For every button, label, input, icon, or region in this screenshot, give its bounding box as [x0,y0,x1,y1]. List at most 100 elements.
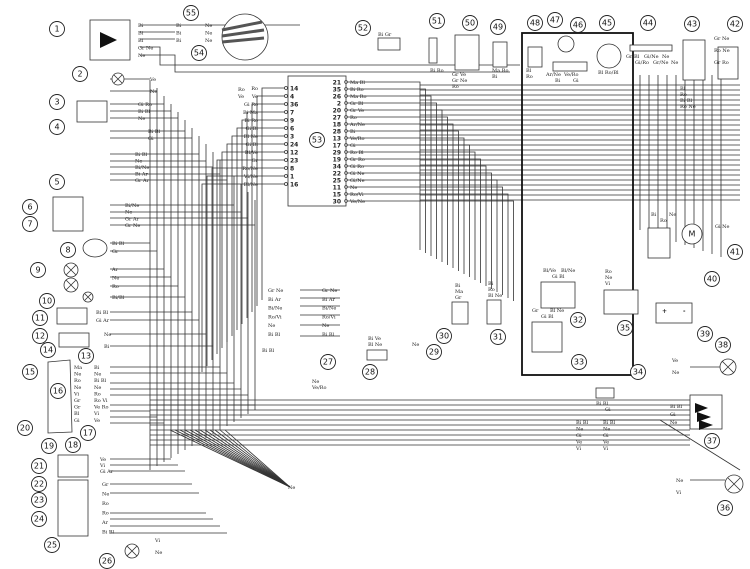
callout-circle [72,66,88,82]
wire-label-c26: Vi [154,538,161,544]
callout-number: 25 [47,541,57,550]
pin-terminal-icon [344,150,348,154]
wire-label-c37l: Bi Bl [576,420,589,426]
callout-circle [362,364,378,380]
wire [214,429,291,488]
switch-21 [57,454,89,478]
starter-relay-40 [647,227,671,259]
wire-label-c48: Bl [526,68,532,74]
wire-label-c16r: Ve [93,418,100,424]
callout-circle [41,438,57,454]
wire-label-c38: Ne [672,370,679,376]
wire [346,102,437,259]
pin-wire-label: Gr [252,158,259,164]
callout-circle [490,329,506,345]
callout-circle [49,119,65,135]
pin-number: 3 [290,134,294,141]
wire [189,429,291,488]
wire [194,429,291,488]
wire [346,123,454,268]
wire-label-c9: Ro [112,284,119,290]
wire-label-cmr: Bi/Ne [322,306,336,312]
wire-label-c32: Gi Bl [552,274,565,280]
wire [140,54,510,73]
callout-circle [22,364,38,380]
callout-circle [39,293,55,309]
wire-label-c11: Bi Bl [96,310,109,316]
wire-label-c37r: Bi Bl [603,420,616,426]
pin-number: 36 [290,102,298,109]
wire-label-c37: Ne [670,420,677,426]
wire-label-c42: Gr Ne [714,36,729,42]
pin-wire-label: Gr Bl [350,101,364,107]
wire-label-c21: Ve [99,457,106,463]
wire-label-c54: Ro [238,87,245,93]
wire-label-c3: Bi Bl [138,109,151,115]
callout-circle [183,5,199,21]
module-33 [531,321,563,353]
wire-label-c36: Ne [676,478,683,484]
wire-label-c33: Gr [532,308,539,314]
motor-symbol: M [689,230,696,239]
callout-number: 16 [53,387,63,396]
alternator-coil-icon [221,20,265,44]
wire-label-c35: Ne [605,275,612,281]
switch-5-6-7 [52,196,84,232]
callout-number: 29 [429,348,439,357]
callout-circle [50,383,66,399]
wire-label-c46: Bi [555,78,561,84]
wire-label-c11: Gi Ar [96,318,110,324]
starter-motor: M [681,223,703,245]
pin-number: 12 [290,150,298,157]
wire-label-c31: Bl Ne [488,293,502,299]
wire-label-c1: Bi [138,23,144,29]
sensor-30 [451,301,469,325]
wire [199,429,291,488]
callout-number: 24 [34,515,44,524]
pin-number: 15 [333,192,341,199]
callout-circle [17,420,33,436]
callout-number: 54 [194,49,204,58]
callout-number: 20 [20,424,30,433]
relay-box-47 [521,32,634,376]
wire-label-c33: Gi Bl [541,314,554,320]
component-12 [58,332,90,348]
pin-wire-label: Ro [350,115,357,121]
wire-label-c16r: Ro [94,391,101,397]
diode-icon [100,32,117,48]
pin-wire-label: Bi Ma [243,110,258,116]
battery: + - [655,302,693,324]
pin-number: 6 [290,126,294,133]
pin-number: 22 [333,171,341,178]
pin-terminal-icon [344,164,348,168]
wire-label-c30: Bi [455,283,461,289]
wire-label-c55b: Ne [205,38,212,44]
pin-number: 17 [333,143,341,150]
callout-number: 40 [707,275,717,284]
switch-22-24 [57,479,89,537]
wire-label-c37l: Gi [576,433,582,439]
switch-34 [595,387,615,399]
wire-label-c37l: Vi [575,446,582,452]
pin-terminal-icon [344,101,348,105]
wire-label-c28: Bi Ve [368,336,381,342]
wire [246,111,288,318]
wire-label-c16r: Ne [94,385,101,391]
wire-label-c16l: Bl [74,411,80,417]
relay-49 [492,41,508,68]
wire [209,429,291,488]
wire [261,87,288,300]
pin-wire-label: Bl/Ve [245,150,258,156]
callout-circle [436,328,452,344]
wire-label-c55a: Bi [176,31,182,37]
callout-number: 38 [718,341,728,350]
callout-circle [570,312,586,328]
wire-label-c16l: Gr [74,405,81,411]
wire-label-c43: Ro [680,92,687,98]
callout-number: 32 [573,316,583,325]
wire-label-c2: Ve [149,77,156,83]
pin-number: 21 [333,80,341,87]
callout-number: 55 [186,9,196,18]
callout-circle [462,15,478,31]
